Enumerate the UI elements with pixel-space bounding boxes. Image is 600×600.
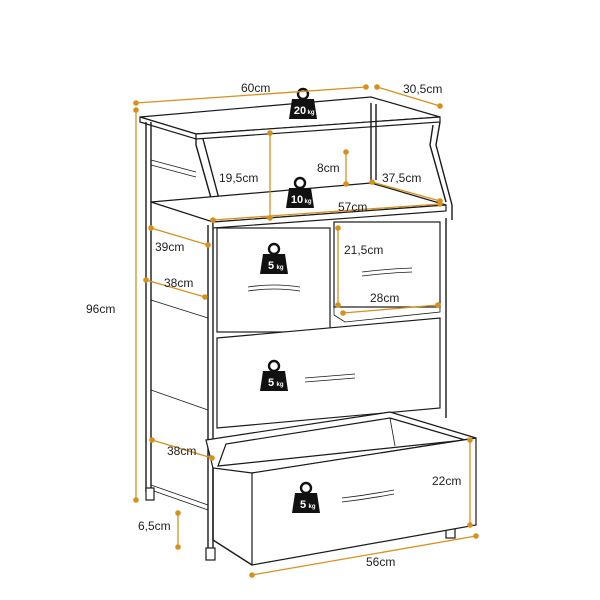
drawer-bottom-handle <box>341 489 395 499</box>
foot-front-left <box>205 547 216 561</box>
label-shelf-height: 19,5cm <box>219 171 258 185</box>
weight-shelf-value: 10 <box>291 194 303 206</box>
weight-top-unit: kg <box>307 110 314 116</box>
dresser-frame <box>139 96 456 561</box>
dim-line-bottom-drawer-width <box>251 535 477 576</box>
label-bottom-drawer-width: 56cm <box>366 555 395 569</box>
weight-icon-drawer-bottom: 5 kg <box>292 481 320 513</box>
dim-line-bottom-side-depth <box>151 439 213 459</box>
dim-line-top-depth <box>376 86 441 107</box>
dim-line-drawer-width-small <box>342 304 439 314</box>
weight-drawer-middle-unit: kg <box>276 382 283 388</box>
weight-icon-drawer-small: 5 kg <box>260 242 288 274</box>
dimension-lines <box>133 84 479 578</box>
middle-shelf-front <box>212 204 447 229</box>
drawer-top-left-handle <box>247 284 301 288</box>
drawer-bottom-front <box>251 437 477 566</box>
weight-drawer-small-value: 5 <box>268 260 274 272</box>
weight-drawer-bottom-value: 5 <box>300 499 306 511</box>
weight-top-value: 20 <box>294 105 306 117</box>
label-bottom-side-depth: 38cm <box>167 444 196 458</box>
dim-line-drawer-depth-upper <box>150 227 209 246</box>
dim-line-shelf-width <box>212 203 441 221</box>
front-right-post <box>435 121 453 220</box>
label-drawer-width-small: 28cm <box>370 291 399 305</box>
drawer-bottom-open <box>205 411 477 566</box>
front-left-post <box>195 139 214 560</box>
weight-shelf-unit: kg <box>304 199 311 205</box>
label-shelf-gap: 8cm <box>317 161 340 175</box>
dimension-labels: 60cm 30,5cm 96cm 19,5cm 8cm 37,5cm 57cm … <box>86 81 461 569</box>
side-rail-bottom <box>150 484 209 506</box>
drawer-top-right <box>333 221 441 323</box>
side-rail-top <box>150 159 197 173</box>
weight-drawer-middle-value: 5 <box>268 377 274 389</box>
side-rail-bottom-2 <box>150 489 209 511</box>
label-drawer-depth-upper: 39cm <box>155 240 184 254</box>
drawer-middle <box>216 317 441 429</box>
weight-icon-top: 20 kg <box>289 87 317 119</box>
label-shelf-depth: 37,5cm <box>382 171 421 185</box>
label-total-height: 96cm <box>86 302 115 316</box>
dim-line-top-width <box>135 86 367 104</box>
weight-icon-drawer-middle: 5 kg <box>260 359 288 391</box>
side-rail-low <box>150 389 209 411</box>
dim-line-side-depth <box>145 279 206 298</box>
label-top-width: 60cm <box>241 81 270 95</box>
label-bottom-drawer-height: 22cm <box>432 474 461 488</box>
drawer-middle-handle <box>304 373 356 379</box>
label-shelf-width: 57cm <box>338 200 367 214</box>
weight-drawer-bottom-unit: kg <box>308 504 315 510</box>
weight-drawer-small-unit: kg <box>276 265 283 271</box>
dim-line-shelf-depth <box>371 181 441 202</box>
label-foot-height: 6,5cm <box>138 519 171 533</box>
foot-back-left <box>145 487 155 501</box>
side-rail-mid <box>150 299 209 319</box>
weight-icon-shelf: 10 kg <box>286 176 314 208</box>
label-top-depth: 30,5cm <box>403 82 442 96</box>
label-drawer-height-small: 21,5cm <box>344 243 383 257</box>
drawer-top-right-handle <box>361 267 413 273</box>
drawer-top-left <box>216 227 331 333</box>
front-right-post-inner <box>429 124 447 203</box>
side-rail-top-2 <box>150 164 197 178</box>
label-side-depth: 38cm <box>164 276 193 290</box>
